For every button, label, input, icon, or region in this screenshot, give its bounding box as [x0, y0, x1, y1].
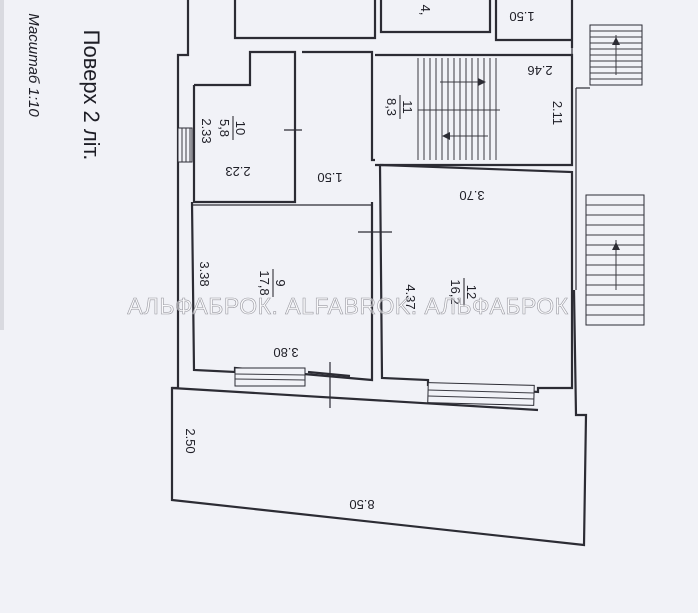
watermark: АЛЬФАБРОК. ALFABROK. АЛЬФАБРОК: [127, 293, 568, 319]
hall-wall: [302, 50, 375, 162]
exterior-stairs-bottom: [575, 87, 645, 326]
staircase-room-11: [417, 58, 500, 160]
room-11-number: 11: [400, 100, 415, 114]
window-room-12: [427, 382, 535, 406]
dim-4-37: 4.37: [403, 284, 418, 309]
room-12-area: 16,2: [448, 279, 463, 304]
top-room-a-wall: [233, 0, 377, 40]
balcony-door: [307, 362, 351, 408]
dim-1-50-top: 1.50: [509, 9, 534, 24]
dim-3-80: 3.80: [273, 345, 298, 360]
exterior-stairs-top: [589, 24, 643, 86]
dim-2-11: 2.11: [550, 101, 565, 125]
room-9-area: 17,8: [257, 270, 272, 295]
room-12-label: 12 16,2: [448, 278, 479, 306]
top-room-c-wall: [494, 0, 572, 42]
top-room-b-wall: [379, 0, 492, 34]
room-10-label: 10 5,8: [217, 116, 248, 140]
dim-2-33: 2.33: [199, 118, 214, 143]
room-10-area: 5,8: [217, 119, 232, 137]
window-room-10: [177, 127, 193, 163]
dim-2-23: 2.23: [225, 164, 250, 179]
top-room-area: 4,: [418, 5, 433, 16]
outer-wall: [170, 0, 588, 547]
room-10-number: 10: [233, 121, 248, 135]
room-12-wall: [378, 163, 574, 394]
room-11-label: 11 8,3: [384, 95, 415, 119]
paper-edge: [0, 0, 4, 330]
dim-8-50: 8.50: [349, 497, 374, 512]
room-10-wall: [192, 50, 297, 204]
room-11-wall: [375, 53, 574, 167]
top-room-label: 4,: [418, 5, 433, 16]
balcony-edge: [171, 386, 539, 412]
dim-2-46: 2.46: [527, 63, 552, 78]
dim-3-38: 3.38: [197, 261, 212, 286]
room-9-label: 9 17,8: [257, 269, 288, 297]
scale-label: Масштаб 1:10: [25, 13, 42, 117]
dim-3-70: 3.70: [459, 188, 484, 203]
room-9-number: 9: [273, 279, 288, 286]
dim-1-50-hall: 1.50: [317, 170, 342, 185]
window-room-9: [234, 367, 306, 387]
floor-title: Поверх 2 літ.: [79, 30, 104, 161]
room-11-area: 8,3: [384, 98, 399, 116]
room-12-number: 12: [464, 285, 479, 299]
dim-2-50: 2.50: [183, 428, 198, 453]
